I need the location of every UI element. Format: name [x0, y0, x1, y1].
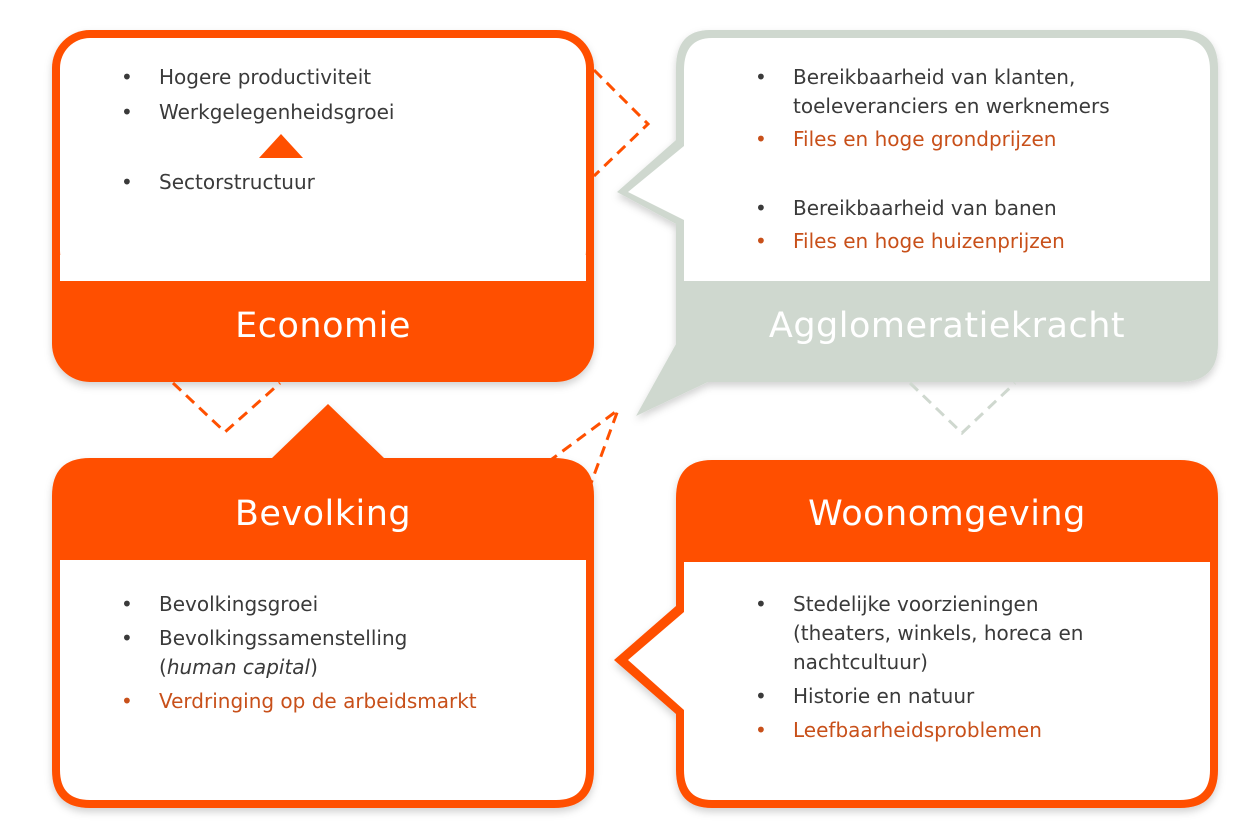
- agglomeratiekracht-list: •Bereikbaarheid van klanten, toeleveranc…: [755, 63, 1193, 256]
- list-item: •Stedelijke voorzieningen (theaters, win…: [755, 592, 1084, 674]
- list-item: •Bereikbaarheid van banen: [755, 196, 1057, 220]
- bevolking-title: Bevolking: [234, 494, 412, 534]
- bevolking-list: •Bevolkingsgroei •Bevolkingssamenstellin…: [121, 590, 569, 716]
- list-item: •Hogere productiviteit: [121, 65, 372, 89]
- list-item: •Sectorstructuur: [121, 170, 315, 194]
- agglomeratie-pointer-down: [908, 381, 1017, 436]
- economie-title: Economie: [235, 306, 411, 346]
- bevolking-box: [52, 404, 594, 808]
- list-item: •Historie en natuur: [755, 684, 975, 708]
- list-item: •Werkgelegenheidsgroei: [121, 100, 395, 124]
- list-item: •Files en hoge grondprijzen: [755, 127, 1057, 151]
- woonomgeving-list: •Stedelijke voorzieningen (theaters, win…: [755, 590, 1133, 745]
- agglomeratiekracht-box: [617, 30, 1218, 416]
- economie-pointer-right: [592, 68, 651, 178]
- list-item: •Verdringing op de arbeidsmarkt: [121, 689, 477, 713]
- agglomeratiekracht-title: Agglomeratiekracht: [768, 306, 1126, 346]
- economie-list: •Hogere productiviteit •Werkgelegenheids…: [121, 63, 559, 197]
- economie-box: [52, 30, 594, 382]
- triangle-marker: [259, 134, 303, 158]
- woonomgeving-title: Woonomgeving: [808, 494, 1086, 534]
- list-item: •Bevolkingsgroei: [121, 592, 319, 616]
- woonomgeving-box: [614, 460, 1218, 808]
- list-item: •Bevolkingssamenstelling(human capital): [121, 626, 408, 679]
- list-item: •Bereikbaarheid van klanten, toeleveranc…: [755, 65, 1110, 118]
- list-item: •Leefbaarheidsproblemen: [755, 718, 1042, 742]
- list-item: •Files en hoge huizenprijzen: [755, 229, 1065, 253]
- economie-pointer-down: [171, 381, 281, 435]
